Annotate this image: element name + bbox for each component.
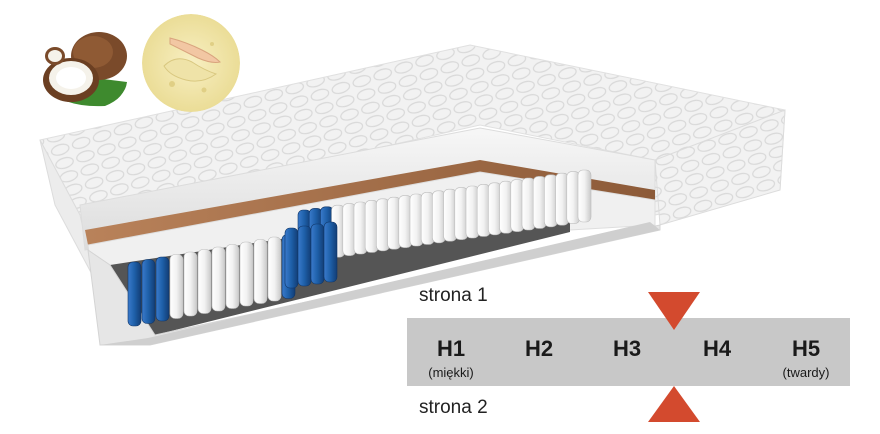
coconut-icon	[35, 18, 131, 114]
firmness-h4: H4	[673, 318, 761, 386]
memory-foam-icon	[142, 14, 240, 112]
firmness-code: H1	[436, 336, 466, 361]
side-2-label: strona 2	[419, 397, 488, 418]
firmness-note: (twardy)	[782, 365, 830, 380]
firmness-scale: H1 (miękki) H2 H3 H4 H5 (twardy)	[407, 318, 850, 386]
side-2-firmness-marker	[648, 386, 700, 422]
firmness-code: H5	[791, 336, 821, 361]
firmness-h5: H5 (twardy)	[762, 318, 850, 386]
firmness-code: H3	[612, 336, 642, 361]
firmness-code: H2	[524, 336, 554, 361]
firmness-h3: H3	[583, 318, 671, 386]
side-1-label: strona 1	[419, 285, 488, 306]
side-1-firmness-marker	[648, 292, 700, 330]
firmness-code: H4	[702, 336, 732, 361]
firmness-h2: H2	[495, 318, 583, 386]
pocket-springs	[127, 169, 592, 327]
firmness-h1: H1 (miękki)	[407, 318, 495, 386]
firmness-note: (miękki)	[428, 365, 474, 380]
